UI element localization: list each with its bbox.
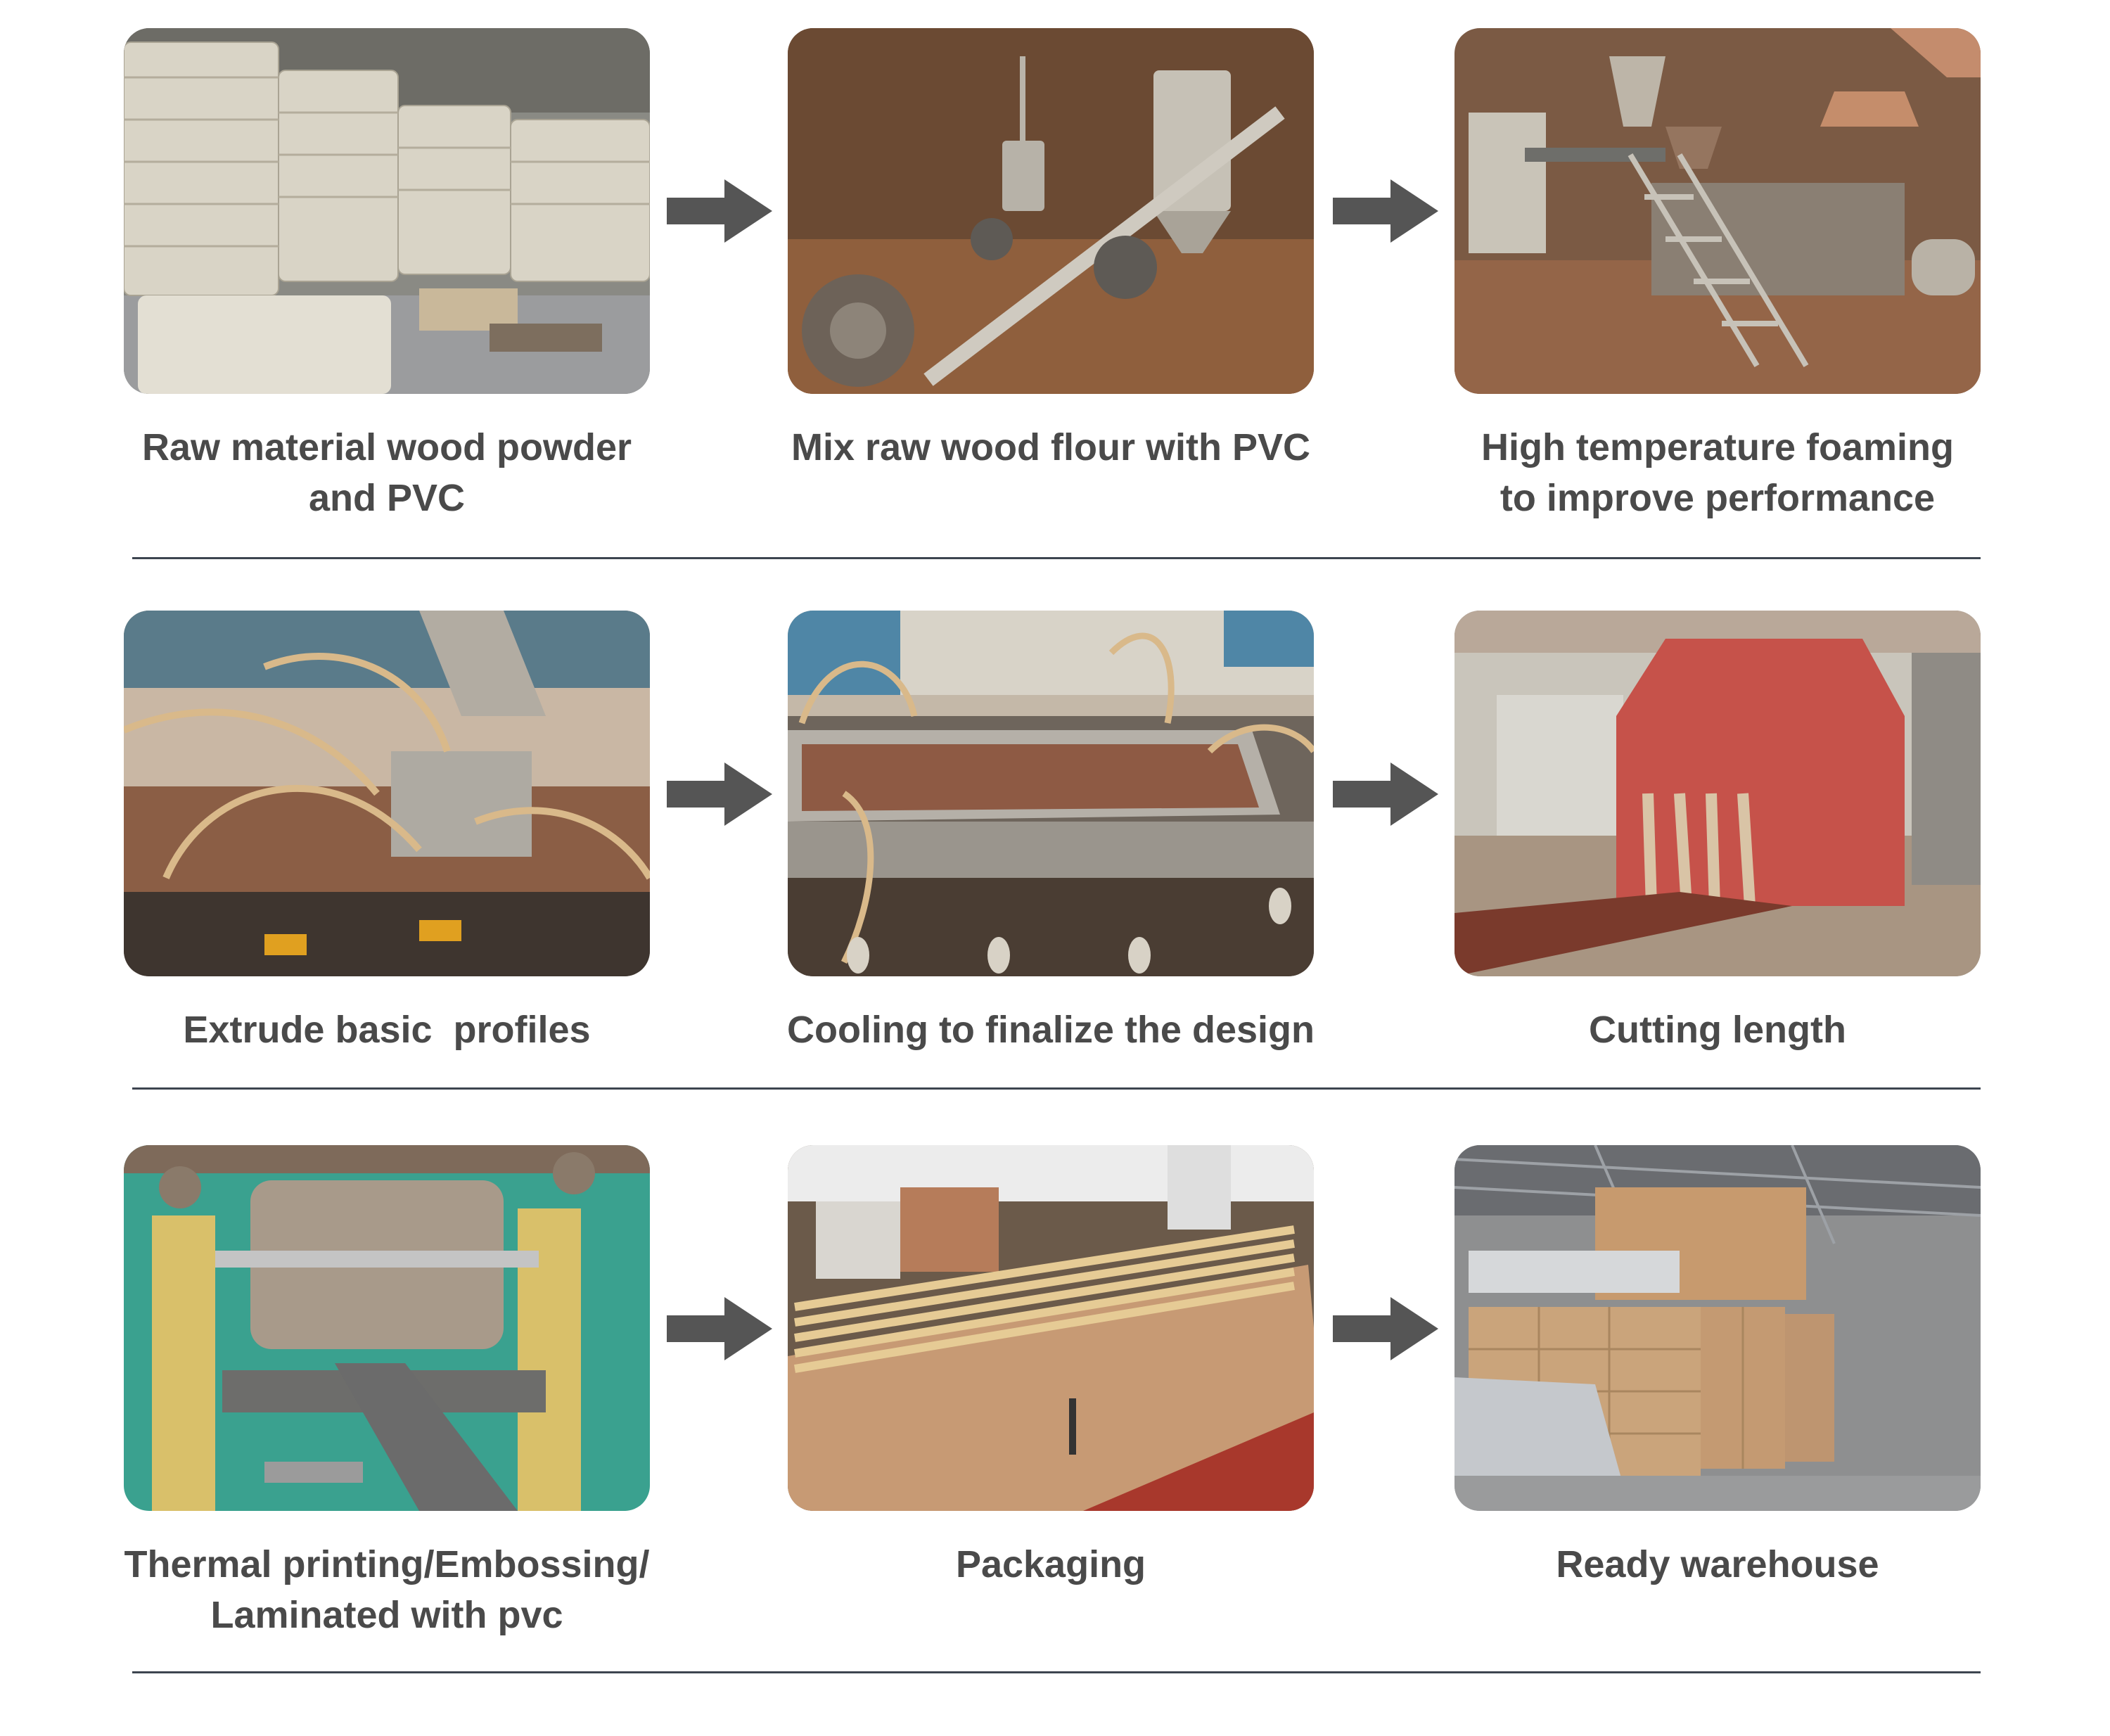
mixing-silo-photo: [788, 28, 1314, 394]
foaming-machine-photo: [1454, 28, 1981, 394]
right-arrow-icon: [1333, 179, 1438, 243]
row-divider: [132, 1087, 1981, 1090]
step-caption: High temperature foaming to improve perf…: [1481, 426, 1955, 519]
raw-material-warehouse-photo: [124, 28, 650, 394]
step-caption: Thermal printing/Embossing/ Laminated wi…: [124, 1543, 650, 1636]
laminating-roller-photo: [124, 1145, 650, 1511]
right-arrow-icon: [1333, 762, 1438, 826]
step-caption: Cutting length: [1589, 1009, 1846, 1051]
row-divider: [132, 557, 1981, 559]
row-divider: [132, 1671, 1981, 1673]
packaging-photo: [788, 1145, 1314, 1511]
right-arrow-icon: [667, 762, 772, 826]
step-caption: Ready warehouse: [1556, 1543, 1879, 1585]
step-caption: Packaging: [955, 1543, 1146, 1585]
cooling-tank-photo: [788, 611, 1314, 976]
step-caption: Cooling to finalize the design: [787, 1009, 1315, 1051]
step-caption: Extrude basic profiles: [183, 1009, 591, 1051]
right-arrow-icon: [1333, 1297, 1438, 1360]
cutting-saw-photo: [1454, 611, 1981, 976]
right-arrow-icon: [667, 179, 772, 243]
right-arrow-icon: [667, 1297, 772, 1360]
extruder-photo: [124, 611, 650, 976]
step-caption: Mix raw wood flour with PVC: [791, 426, 1311, 468]
finished-warehouse-photo: [1454, 1145, 1981, 1511]
step-caption: Raw material wood powder and PVC: [141, 426, 632, 519]
